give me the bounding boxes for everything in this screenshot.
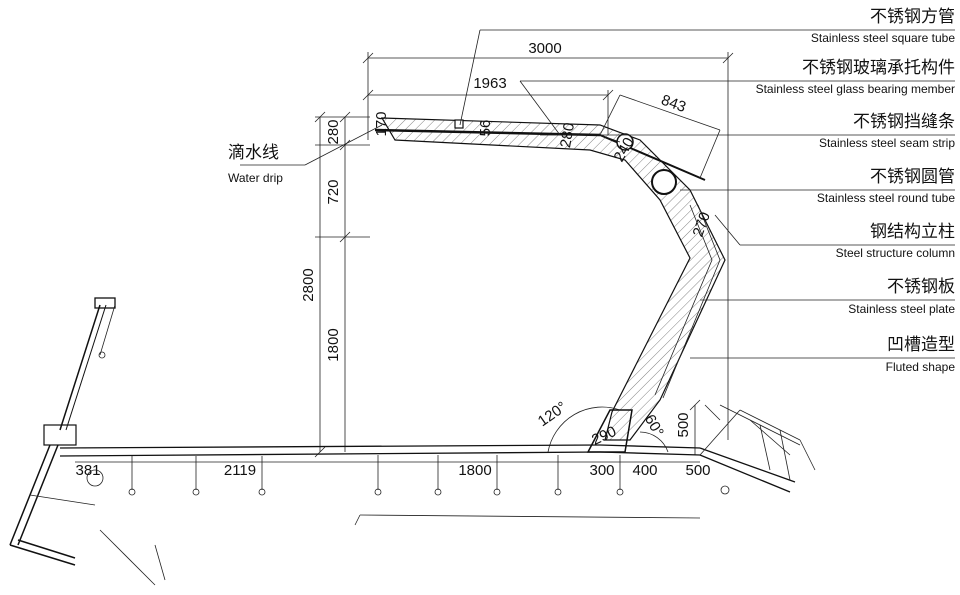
label-cn-6: 凹槽造型 [887, 335, 955, 355]
square-tube [454, 119, 464, 129]
label-en-1: Stainless steel glass bearing member [756, 82, 955, 96]
label-en-0: Stainless steel square tube [811, 31, 955, 45]
stainless-round-tube [651, 169, 677, 195]
left-railing [9, 297, 166, 586]
right-cladding [704, 404, 816, 481]
water-drip-en: Water drip [228, 171, 283, 185]
label-cn-2: 不锈钢挡缝条 [853, 112, 955, 132]
label-cn-0: 不锈钢方管 [870, 7, 955, 27]
dim-56: 56 [477, 120, 494, 137]
label-cn-1: 不锈钢玻璃承托构件 [802, 58, 955, 78]
dim-500b: 500 [685, 462, 710, 479]
dim-720: 720 [325, 179, 342, 204]
dim-3000: 3000 [528, 40, 561, 57]
label-cn-3: 不锈钢圆管 [870, 167, 955, 187]
dim-400: 400 [632, 462, 657, 479]
seam-strip-circle [616, 133, 634, 151]
dim-2800: 2800 [300, 268, 317, 301]
dim-1800b: 1800 [458, 462, 491, 479]
dim-2119: 2119 [224, 462, 256, 479]
dim-300: 300 [589, 462, 614, 479]
label-en-2: Stainless steel seam strip [819, 136, 955, 150]
floor-slab [59, 409, 801, 526]
dim-280: 280 [325, 119, 342, 144]
dim-500v: 500 [675, 412, 692, 437]
dim-280b: 280 [557, 121, 578, 149]
dim-843: 843 [659, 92, 688, 117]
water-drip-cn: 滴水线 [228, 143, 279, 163]
label-cn-4: 钢结构立柱 [870, 222, 955, 242]
dim-170: 170 [373, 111, 390, 136]
label-en-5: Stainless steel plate [848, 302, 955, 316]
canopy-structure [374, 117, 726, 441]
leader-lines [240, 29, 955, 359]
dim-120deg: 120° [535, 398, 570, 430]
label-en-3: Stainless steel round tube [817, 191, 955, 205]
dim-1800v: 1800 [325, 328, 342, 361]
material-labels: 不锈钢方管 Stainless steel square tube 不锈钢玻璃承… [228, 7, 955, 374]
label-en-6: Fluted shape [886, 360, 956, 374]
label-cn-5: 不锈钢板 [887, 277, 955, 297]
label-en-4: Steel structure column [836, 246, 955, 260]
hanger-rods [86, 455, 730, 496]
dimension-lines [314, 52, 734, 458]
dim-1963: 1963 [473, 75, 506, 92]
dim-381: 381 [75, 462, 100, 479]
